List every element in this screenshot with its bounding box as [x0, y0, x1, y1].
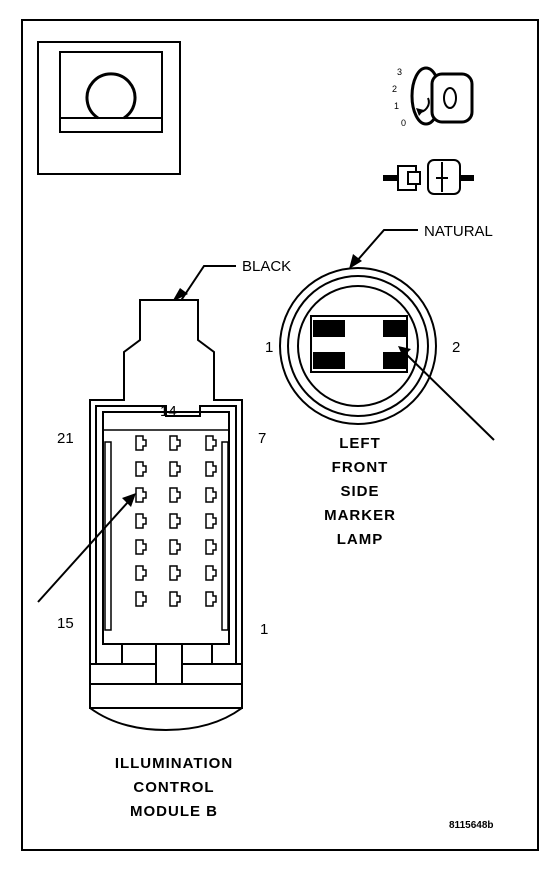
pin-cavity: [135, 487, 147, 503]
lamp-name-line-2: FRONT: [332, 459, 389, 476]
figure-code: 8115648b: [449, 820, 494, 831]
black-label-leader: [172, 265, 236, 303]
pin-label-15: 15: [57, 615, 74, 632]
pin-cavity: [135, 435, 147, 451]
pin-cavity: [135, 591, 147, 607]
ignition-position-0: 0: [401, 118, 406, 128]
ignition-position-1: 1: [394, 101, 399, 111]
pin-cavity: [205, 539, 217, 555]
pin-cavity: [205, 591, 217, 607]
pin-cavity: [135, 461, 147, 477]
pin-cavity: [169, 513, 181, 529]
main-connector-arrow: [37, 493, 136, 603]
pin-label-14: 14: [160, 403, 177, 420]
lamp-connector-arrow: [398, 346, 495, 441]
pin-cavity: [135, 565, 147, 581]
illumination-module-connector: [89, 299, 243, 732]
pin-cavity: [135, 513, 147, 529]
pin-cavity: [169, 591, 181, 607]
module-name-line-3: MODULE B: [130, 803, 218, 820]
pin-cavity: [205, 565, 217, 581]
outer-frame: [21, 19, 539, 851]
pin-label-7: 7: [258, 430, 266, 447]
locator-icon: [37, 41, 181, 175]
pin-cavity: [169, 539, 181, 555]
ignition-position-2: 2: [392, 84, 397, 94]
pin-cavity: [205, 461, 217, 477]
lamp-pin-label-2: 2: [452, 339, 460, 356]
pin-cavity: [205, 513, 217, 529]
pin-cavity: [169, 487, 181, 503]
pin-cavity: [205, 435, 217, 451]
pin-cavity: [169, 565, 181, 581]
lamp-name-line-3: SIDE: [340, 483, 379, 500]
pin-cavity: [169, 461, 181, 477]
lamp-name-line-5: LAMP: [337, 531, 384, 548]
lamp-name-line-4: MARKER: [324, 507, 396, 524]
natural-label-leader: [349, 229, 418, 269]
lamp-pin-label-1: 1: [265, 339, 273, 356]
lamp-connector-color-label: NATURAL: [424, 223, 493, 240]
lamp-name-line-1: LEFT: [339, 435, 381, 452]
connector-plug-icon: [383, 159, 474, 195]
ignition-key-icon: 3 2 1 0: [392, 66, 474, 128]
ignition-position-3: 3: [397, 67, 402, 77]
pin-label-21: 21: [57, 430, 74, 447]
module-name-line-2: CONTROL: [133, 779, 214, 796]
pin-cavity: [205, 487, 217, 503]
pin-label-1: 1: [260, 621, 268, 638]
pin-cavity: [169, 435, 181, 451]
module-name-line-1: ILLUMINATION: [115, 755, 233, 772]
connector-pin-grid: [135, 435, 217, 607]
pin-cavity: [135, 539, 147, 555]
main-connector-color-label: BLACK: [242, 258, 291, 275]
marker-lamp-connector: [279, 267, 437, 425]
